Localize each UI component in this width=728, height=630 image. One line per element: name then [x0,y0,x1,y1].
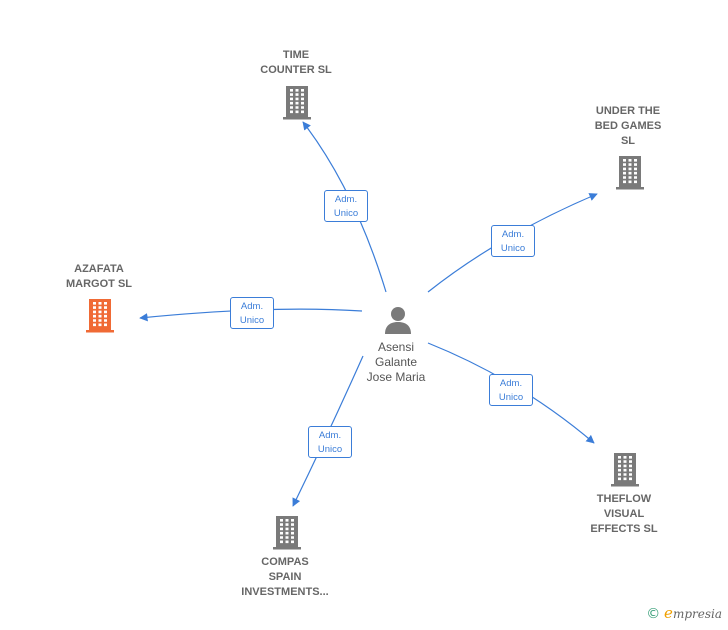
brand-logo-text: mpresia [672,607,722,621]
building-icon[interactable] [615,154,645,190]
role-box-time-counter[interactable]: Adm. Unico [324,190,368,222]
company-label-theflow[interactable]: THEFLOW VISUAL EFFECTS SL [590,493,658,535]
role-box-under-the-bed[interactable]: Adm. Unico [491,225,535,257]
company-label-under-the-bed[interactable]: UNDER THE BED GAMES SL [594,105,662,147]
company-label-time-counter[interactable]: TIME COUNTER SL [260,49,332,76]
company-label-compas-spain[interactable]: COMPAS SPAIN INVESTMENTS... [241,556,329,598]
building-icon[interactable] [272,514,302,550]
person-label[interactable]: Asensi Galante Jose Maria [366,340,426,384]
brand-logo-initial: e [664,604,673,622]
building-icon[interactable] [85,297,115,333]
building-icon[interactable] [282,84,312,120]
building-icon[interactable] [610,451,640,487]
person-icon[interactable] [383,305,413,335]
role-box-compas-spain[interactable]: Adm. Unico [308,426,352,458]
role-box-theflow[interactable]: Adm. Unico [489,374,533,406]
role-box-azafata-margot[interactable]: Adm. Unico [230,297,274,329]
company-label-azafata-margot[interactable]: AZAFATA MARGOT SL [66,263,132,290]
footer-brand: © empresia [646,604,722,622]
copyright-symbol: © [646,606,661,622]
